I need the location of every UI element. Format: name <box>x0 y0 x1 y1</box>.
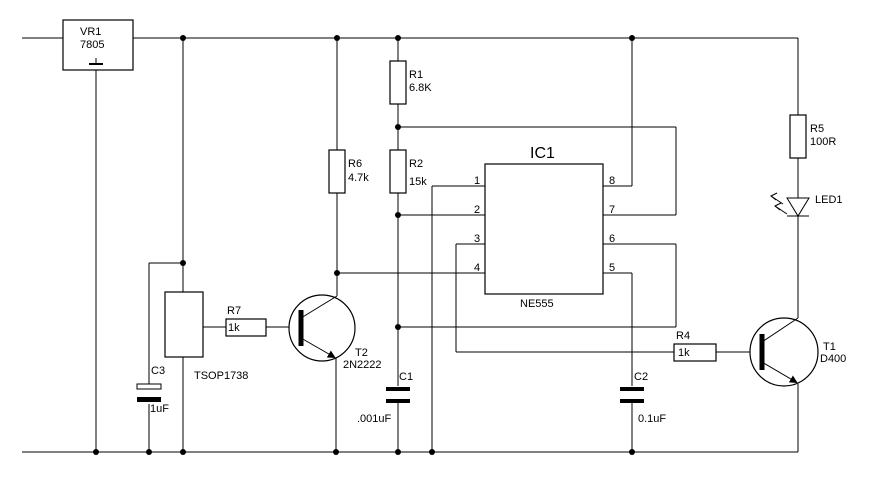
transistor-t1: T1 D400 <box>749 317 846 452</box>
r5-value-label: 100R <box>810 136 836 148</box>
capacitor-c1: C1 .001uF <box>357 371 413 452</box>
tsop-supply-wiring <box>148 38 184 452</box>
led1: LED1 <box>770 192 843 318</box>
t1-part-label: D400 <box>820 353 846 365</box>
r1-ref-label: R1 <box>409 69 423 81</box>
resistor-r6: R6 4.7k <box>328 38 485 274</box>
c1-value-label: .001uF <box>357 413 392 425</box>
ic1-pin-5: 5 <box>609 262 615 274</box>
vr1-ref-label: VR1 <box>80 26 101 38</box>
pin8-supply-net <box>603 38 633 187</box>
ic1-pin-8: 8 <box>609 175 615 187</box>
ic1-part-label: NE555 <box>520 298 554 310</box>
c3-value-label: 1uF <box>150 403 169 415</box>
led1-ref-label: LED1 <box>815 194 843 206</box>
r6-ref-label: R6 <box>348 158 362 170</box>
c3-ref-label: C3 <box>151 365 165 377</box>
r2-ref-label: R2 <box>409 158 423 170</box>
t2-ref-label: T2 <box>355 347 368 359</box>
transistor-t2: T2 2N2222 <box>288 273 382 452</box>
resistor-r5: R5 100R <box>789 38 836 198</box>
t1-ref-label: T1 <box>823 341 836 353</box>
junction-dots <box>93 35 635 455</box>
c1-ref-label: C1 <box>399 371 413 383</box>
r7-value-label: 1k <box>228 322 240 334</box>
ir-receiver-tsop1738: TSOP1738 <box>164 291 248 382</box>
ic1-ne555: IC1 NE555 1 2 3 4 5 6 7 8 <box>474 145 615 310</box>
r2-value-label: 15k <box>409 176 427 188</box>
led-light-arrows-icon <box>770 192 788 215</box>
ic1-pin-4: 4 <box>474 262 480 274</box>
ic1-pin-1: 1 <box>474 175 480 187</box>
ic1-pin-3: 3 <box>474 233 480 245</box>
resistor-r1: R1 6.8K <box>389 38 432 150</box>
ic1-ref-label: IC1 <box>530 145 555 162</box>
ic1-pin-6: 6 <box>609 233 615 245</box>
r4-value-label: 1k <box>678 347 690 359</box>
capacitor-c3: C3 1uF <box>136 365 169 415</box>
capacitor-c2: C2 0.1uF <box>620 371 666 452</box>
c2-ref-label: C2 <box>634 371 648 383</box>
trigger-threshold-net <box>398 214 677 328</box>
vr1-value-label: 7805 <box>80 39 104 51</box>
ic1-pin-7: 7 <box>609 204 615 216</box>
r5-ref-label: R5 <box>810 123 824 135</box>
resistor-r2: R2 15k <box>389 149 427 386</box>
discharge-net <box>398 126 677 216</box>
r1-value-label: 6.8K <box>409 82 432 94</box>
ic1-pin-2: 2 <box>474 204 480 216</box>
t2-part-label: 2N2222 <box>343 359 382 371</box>
tsop-part-label: TSOP1738 <box>194 370 248 382</box>
resistor-r7: R7 1k <box>203 305 300 337</box>
regulator-vr1: VR1 7805 <box>62 19 134 452</box>
pin1-ground-net <box>431 185 485 452</box>
resistor-r4: R4 1k <box>673 330 762 362</box>
output-net <box>455 243 674 353</box>
pin5-control-net <box>603 272 633 386</box>
c2-value-label: 0.1uF <box>638 413 666 425</box>
r6-value-label: 4.7k <box>348 172 369 184</box>
r7-ref-label: R7 <box>227 305 241 317</box>
r4-ref-label: R4 <box>676 330 690 342</box>
